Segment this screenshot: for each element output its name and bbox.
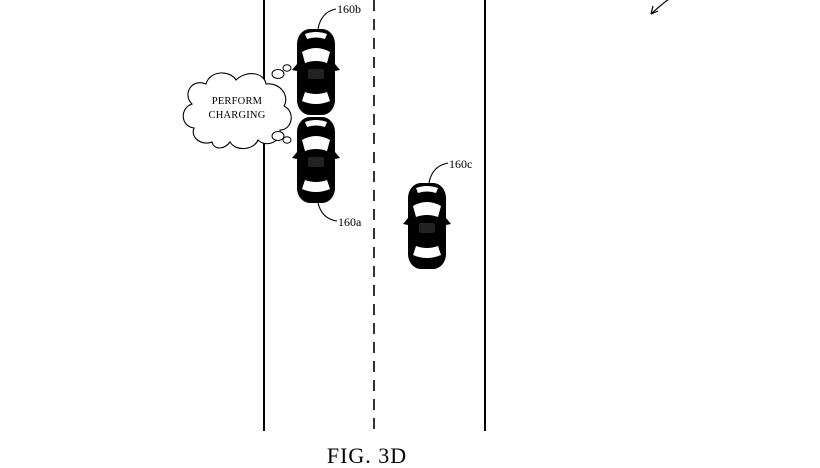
figure-caption: FIG. 3D — [327, 443, 407, 463]
vehicle-160b-car-icon — [292, 29, 340, 115]
vehicle-160b: 160b — [292, 2, 361, 115]
thought-bubble-trail-top-large — [271, 69, 285, 79]
thought-bubble-cloud — [182, 72, 292, 150]
thought-bubble-line-1: PERFORM — [212, 96, 263, 107]
vehicle-160c: 160c — [403, 157, 472, 269]
vehicle-160b-label: 160b — [337, 2, 361, 16]
vehicle-160a-label: 160a — [338, 215, 362, 229]
thought-bubble-trail-bottom-large — [271, 131, 285, 141]
vehicle-160a-leader-line — [317, 202, 338, 222]
vehicle-160c-label: 160c — [449, 157, 472, 171]
thought-bubble-trail-bottom-small — [282, 136, 292, 144]
figure-pointer-arrow — [650, 0, 669, 15]
vehicle-160c-car-icon — [403, 183, 451, 269]
vehicle-160c-leader-line — [428, 162, 449, 184]
thought-bubble: PERFORM CHARGING — [182, 64, 292, 150]
thought-bubble-line-2: CHARGING — [208, 110, 265, 121]
vehicle-160b-leader-line — [317, 8, 337, 30]
thought-bubble-trail-top-small — [282, 64, 292, 72]
vehicle-160a-car-icon — [292, 117, 340, 203]
vehicle-160a: 160a — [292, 117, 362, 229]
